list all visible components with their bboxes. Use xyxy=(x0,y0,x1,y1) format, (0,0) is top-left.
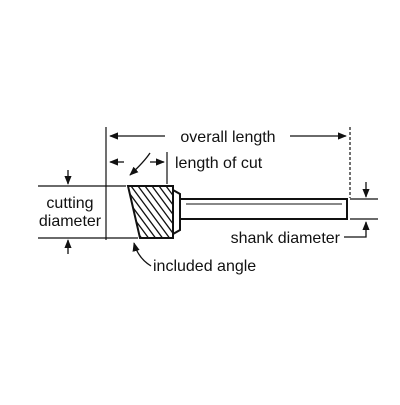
included-angle-label: included angle xyxy=(153,258,256,275)
overall-length-label: overall length xyxy=(180,129,275,146)
burr-neck xyxy=(172,188,181,236)
included-angle-callouts: included angle xyxy=(129,152,256,275)
shank-diameter-label: shank diameter xyxy=(231,230,341,247)
shank-dia-arrow-bottom xyxy=(344,221,370,238)
cutting-diameter-label-line1: cutting xyxy=(46,195,93,212)
burr-tool xyxy=(126,185,348,239)
shank-diameter-dimension: shank diameter xyxy=(231,182,378,247)
burr-shank xyxy=(179,198,348,220)
included-angle-arc-top xyxy=(129,152,151,176)
cutting-head xyxy=(126,185,174,239)
cutting-diameter-dimension: cutting diameter xyxy=(38,170,138,254)
length-of-cut-dimension: length of cut xyxy=(109,152,263,184)
included-angle-leader xyxy=(132,242,152,267)
cutting-diameter-label-line2: diameter xyxy=(39,213,102,230)
length-of-cut-label: length of cut xyxy=(175,155,263,172)
overall-length-dimension: overall length xyxy=(105,127,351,240)
